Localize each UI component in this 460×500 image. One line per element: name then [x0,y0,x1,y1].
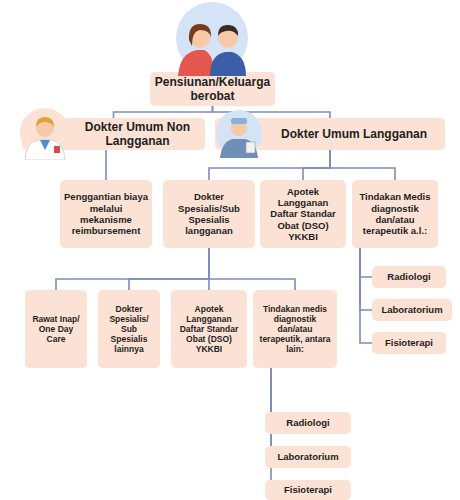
box-text: Penggantian biaya melalui mekanisme reim… [64,191,148,237]
text-group: Laboratorium [277,451,338,462]
process-box: Tindakan medis diagnostik dan/atau terap… [253,290,337,368]
text-group: Dokter Umum Langganan [281,127,427,141]
box-text: Pensiunan/Keluarga berobat [154,75,271,104]
connector-line [360,248,372,343]
text-group: Laboratorium [381,304,442,315]
text-group: Radiologi [387,271,430,282]
process-box: Radiologi [265,412,351,434]
text-group: Penggantian biaya melalui mekanisme reim… [64,191,148,237]
connector-line [303,150,330,180]
text-group: Dokter Spesialis/ Sub Spesialis lainnya [102,304,156,355]
text-group: Radiologi [286,417,329,428]
box-text: Apotek Langganan Daftar Standar Obat (DS… [264,186,342,243]
text-group: Tindakan Medis diagnostik dan/atau terap… [356,191,434,237]
box-text: Fisioterapi [284,484,332,495]
text-group: Rawat Inap/ One Day Care [29,314,83,345]
connector-line [105,150,107,180]
box-text: Laboratorium [277,451,338,462]
process-box: Fisioterapi [265,480,351,500]
box-text: Laboratorium [381,304,442,315]
box-text: Dokter Spesialis/ Sub Spesialis lainnya [102,304,156,355]
process-box: Apotek Langganan Daftar Standar Obat (DS… [171,290,247,368]
connector-line [56,248,209,290]
text-group: Fisioterapi [385,337,433,348]
box-text: Dokter Umum Langganan [281,127,427,141]
text-group: Apotek Langganan Daftar Standar Obat (DS… [175,304,243,355]
text-group: Tindakan medis diagnostik dan/atau terap… [257,304,333,355]
box-text: Rawat Inap/ One Day Care [29,314,83,345]
text-group: Dokter Spesialis/Sub Spesialis langganan [167,191,251,237]
connector-line [360,248,372,310]
process-box: Rawat Inap/ One Day Care [25,290,87,368]
process-box: Penggantian biaya melalui mekanisme reim… [60,180,152,248]
doctor-icon [214,108,264,158]
box-text: Apotek Langganan Daftar Standar Obat (DS… [175,304,243,355]
process-box: Dokter Spesialis/Sub Spesialis langganan [163,180,255,248]
box-text: Fisioterapi [385,337,433,348]
process-box: Pensiunan/Keluarga berobat [150,72,275,106]
text-group: Pensiunan/Keluarga berobat [154,75,271,104]
process-box: Fisioterapi [372,332,446,354]
box-text: Dokter Spesialis/Sub Spesialis langganan [167,191,251,237]
process-box: Tindakan Medis diagnostik dan/atau terap… [352,180,438,248]
process-box: Apotek Langganan Daftar Standar Obat (DS… [260,180,346,248]
process-box: Laboratorium [372,299,452,321]
connector-line [129,248,209,290]
process-box: Laboratorium [265,446,351,468]
box-text: Radiologi [387,271,430,282]
text-group: Dokter Umum Non Langganan [74,120,201,149]
box-text: Tindakan Medis diagnostik dan/atau terap… [356,191,434,237]
family-illustration [170,0,254,76]
text-group: Fisioterapi [284,484,332,495]
box-text: Radiologi [286,417,329,428]
process-box: Radiologi [372,266,446,288]
connector-line [209,248,295,290]
box-text: Dokter Umum Non Langganan [74,120,201,149]
doctor-icon [18,106,72,160]
connector-line [330,150,395,180]
connector-line [114,106,213,118]
box-text: Tindakan medis diagnostik dan/atau terap… [257,304,333,355]
connector-line [360,248,372,277]
text-group: Apotek Langganan Daftar Standar Obat (DS… [264,186,342,243]
process-box: Dokter Spesialis/ Sub Spesialis lainnya [98,290,160,368]
